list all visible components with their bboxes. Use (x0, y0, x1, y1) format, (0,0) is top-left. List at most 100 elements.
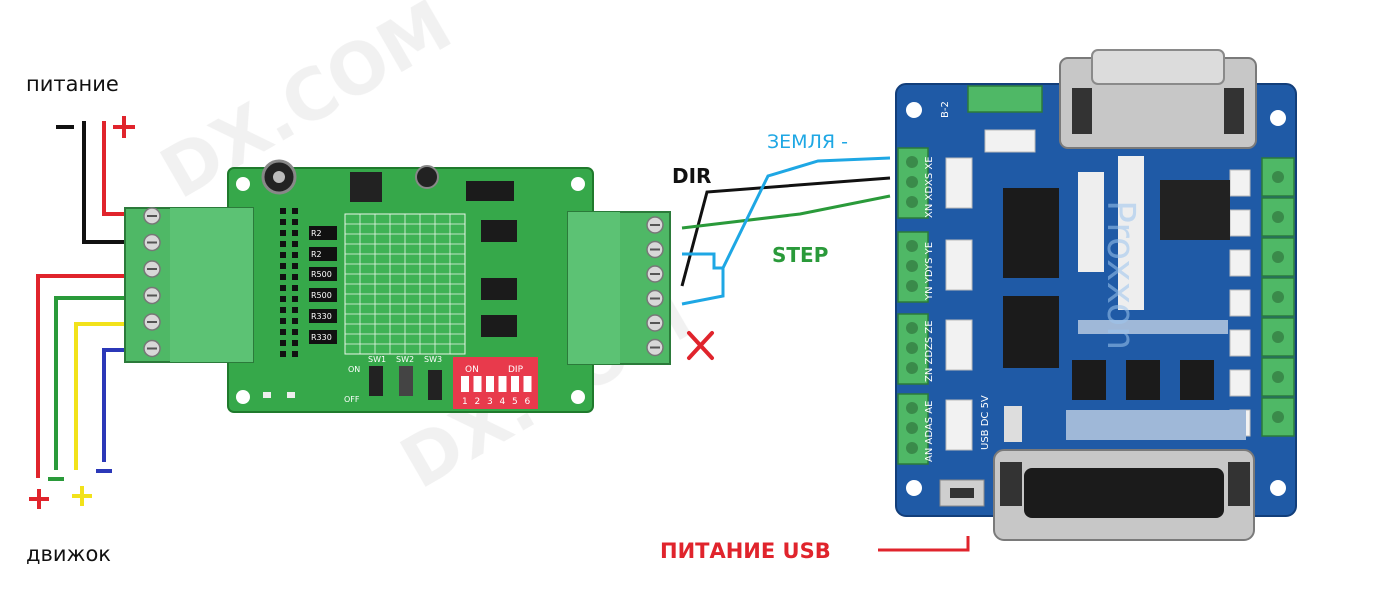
motor-wires (36, 274, 128, 478)
regulator-chip (350, 172, 382, 202)
signal-wires (680, 156, 891, 306)
led (263, 392, 271, 398)
resistor-label: R500 (311, 291, 332, 300)
power-label: питание (26, 72, 119, 96)
motor-symbols (29, 469, 112, 509)
terminal-screw (906, 156, 918, 168)
header-pin (280, 340, 286, 346)
ic-chip (1126, 360, 1160, 400)
white-connector (945, 399, 973, 451)
resistor-label: R2 (311, 250, 322, 259)
header-socket (1118, 156, 1144, 310)
optocoupler (481, 315, 517, 337)
dir-wire (680, 176, 891, 287)
screw-post (1228, 462, 1250, 506)
dir-label: DIR (672, 164, 712, 188)
terminal-screw (1272, 291, 1284, 303)
step-wire (681, 194, 891, 230)
motor-wire-red (36, 274, 128, 478)
terminal-screw (906, 442, 918, 454)
dip-number: 6 (525, 397, 531, 407)
optocoupler (481, 278, 517, 300)
header-pin (280, 274, 286, 280)
header-pin (280, 307, 286, 313)
screw-post (1000, 462, 1022, 506)
header-pin (292, 307, 298, 313)
dip-number: 4 (500, 397, 506, 407)
capacitor-top (273, 171, 285, 183)
header-pin (280, 296, 286, 302)
ground-label: ЗЕМЛЯ - (767, 131, 848, 153)
resistor (309, 330, 337, 344)
header-pin (280, 252, 286, 258)
white-connector (1229, 289, 1251, 317)
power-plus-wire (102, 121, 128, 216)
dip-number: 3 (487, 397, 493, 407)
motor-wire-green (54, 296, 128, 470)
switch-1 (369, 366, 383, 396)
terminal-screw (1272, 211, 1284, 223)
resistor-label: R2 (311, 229, 322, 238)
axis-label: XN XDXS XE (924, 156, 935, 218)
header-pin (280, 208, 286, 214)
dip-key (486, 376, 494, 392)
current-table-grid (345, 214, 465, 354)
dip-on-label: ON (465, 365, 479, 375)
ic-chip (1072, 360, 1106, 400)
dip-key (523, 376, 532, 392)
mount-hole (906, 480, 922, 496)
power-plus-sign (113, 116, 135, 138)
terminal-screw (1272, 251, 1284, 263)
header-pin (292, 351, 298, 357)
breakout-left-terminals (897, 147, 929, 465)
on-label: ON (348, 365, 360, 374)
dip-key (511, 376, 519, 392)
resistor-label: R330 (311, 333, 332, 342)
dip-keys (461, 376, 532, 392)
axis-label: YN YDYS YE (924, 242, 935, 301)
switch-label: SW1 (368, 355, 386, 364)
ic-chip (466, 181, 514, 201)
terminal-screw (906, 402, 918, 414)
power-minus-sign (56, 125, 74, 129)
relay (1160, 180, 1230, 240)
motor-wire-blue (102, 348, 128, 462)
usb-power-pointer (878, 536, 970, 552)
header-pin (292, 296, 298, 302)
right-terminal-screws (646, 216, 664, 357)
header-pin (292, 329, 298, 335)
dip-key (461, 376, 469, 392)
resistor (309, 247, 337, 261)
white-connector (1229, 369, 1251, 397)
white-connector (1229, 209, 1251, 237)
white-connector (945, 239, 973, 291)
switch-label: SW3 (424, 355, 442, 364)
white-connector (1229, 329, 1251, 357)
header-pin (280, 230, 286, 236)
resistor (309, 309, 337, 323)
usb-power-label: ПИТАНИЕ USB (660, 539, 831, 563)
terminal-screw (906, 196, 918, 208)
axis-label: AN ADAS AE (924, 401, 935, 462)
mount-hole (906, 102, 922, 118)
resistor-label: R500 (311, 270, 332, 279)
header-pin (280, 329, 286, 335)
header-pin (280, 241, 286, 247)
dip-number: 5 (512, 397, 518, 407)
dip-number: 2 (475, 397, 481, 407)
header-row (1066, 410, 1246, 440)
dip-number: 1 (462, 397, 468, 407)
motor-blue-minus (96, 469, 112, 473)
dip-key (498, 376, 507, 392)
mount-hole (571, 177, 585, 191)
unused-cross-icon (687, 331, 714, 360)
header-pin (292, 263, 298, 269)
capacitor-small (415, 165, 439, 189)
ic-chip (1003, 188, 1059, 278)
axis-label: ZN ZDZS ZE (924, 320, 935, 382)
screw-post (1224, 88, 1244, 134)
terminal-screw (906, 362, 918, 374)
top-green-terminal (967, 85, 1043, 113)
header-pin (292, 274, 298, 280)
